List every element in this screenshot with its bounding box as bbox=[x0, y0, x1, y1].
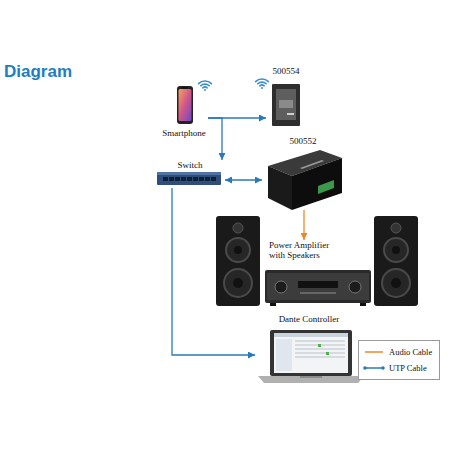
speaker-image bbox=[216, 216, 260, 306]
speaker-image bbox=[374, 216, 418, 306]
node-label: 500552 bbox=[290, 136, 317, 146]
legend-sample bbox=[363, 347, 385, 357]
cable-connector bbox=[303, 210, 304, 240]
device-node: Dante Controller bbox=[255, 314, 363, 384]
legend-row: UTP Cable bbox=[363, 360, 435, 376]
cable-connector bbox=[225, 179, 262, 180]
node-label: Power Amplifier with Speakers bbox=[269, 240, 347, 260]
switch-image bbox=[157, 172, 221, 185]
node-label: 500554 bbox=[273, 66, 300, 76]
cable-connector bbox=[172, 188, 255, 355]
legend-dot bbox=[381, 366, 385, 370]
legend-row: Audio Cable bbox=[363, 344, 435, 360]
amplifier-image bbox=[265, 270, 371, 306]
node-label: Smartphone bbox=[162, 128, 206, 138]
wall-panel-image bbox=[272, 84, 300, 126]
diagram-title: Diagram bbox=[4, 62, 72, 82]
legend-line bbox=[365, 367, 383, 369]
phone-image bbox=[177, 86, 193, 124]
interface-box-image bbox=[268, 150, 342, 210]
device-node: Power Amplifier with Speakers bbox=[262, 240, 372, 306]
legend-line bbox=[365, 351, 383, 353]
legend-label: UTP Cable bbox=[389, 363, 427, 373]
wifi-symbol bbox=[256, 79, 269, 89]
device-node: 500552 bbox=[262, 136, 344, 210]
legend-box: Audio CableUTP Cable bbox=[358, 340, 440, 380]
legend-dot bbox=[363, 366, 367, 370]
node-label: Switch bbox=[177, 160, 202, 170]
node-label: Dante Controller bbox=[279, 314, 340, 324]
wifi-symbol bbox=[199, 81, 212, 91]
cable-connector bbox=[208, 118, 222, 160]
laptop-image bbox=[258, 330, 364, 383]
device-node: Smartphone bbox=[160, 84, 208, 138]
device-node: 500554 bbox=[266, 66, 306, 128]
device-node: Switch bbox=[155, 160, 225, 188]
legend-label: Audio Cable bbox=[389, 347, 432, 357]
legend-sample bbox=[363, 363, 385, 373]
